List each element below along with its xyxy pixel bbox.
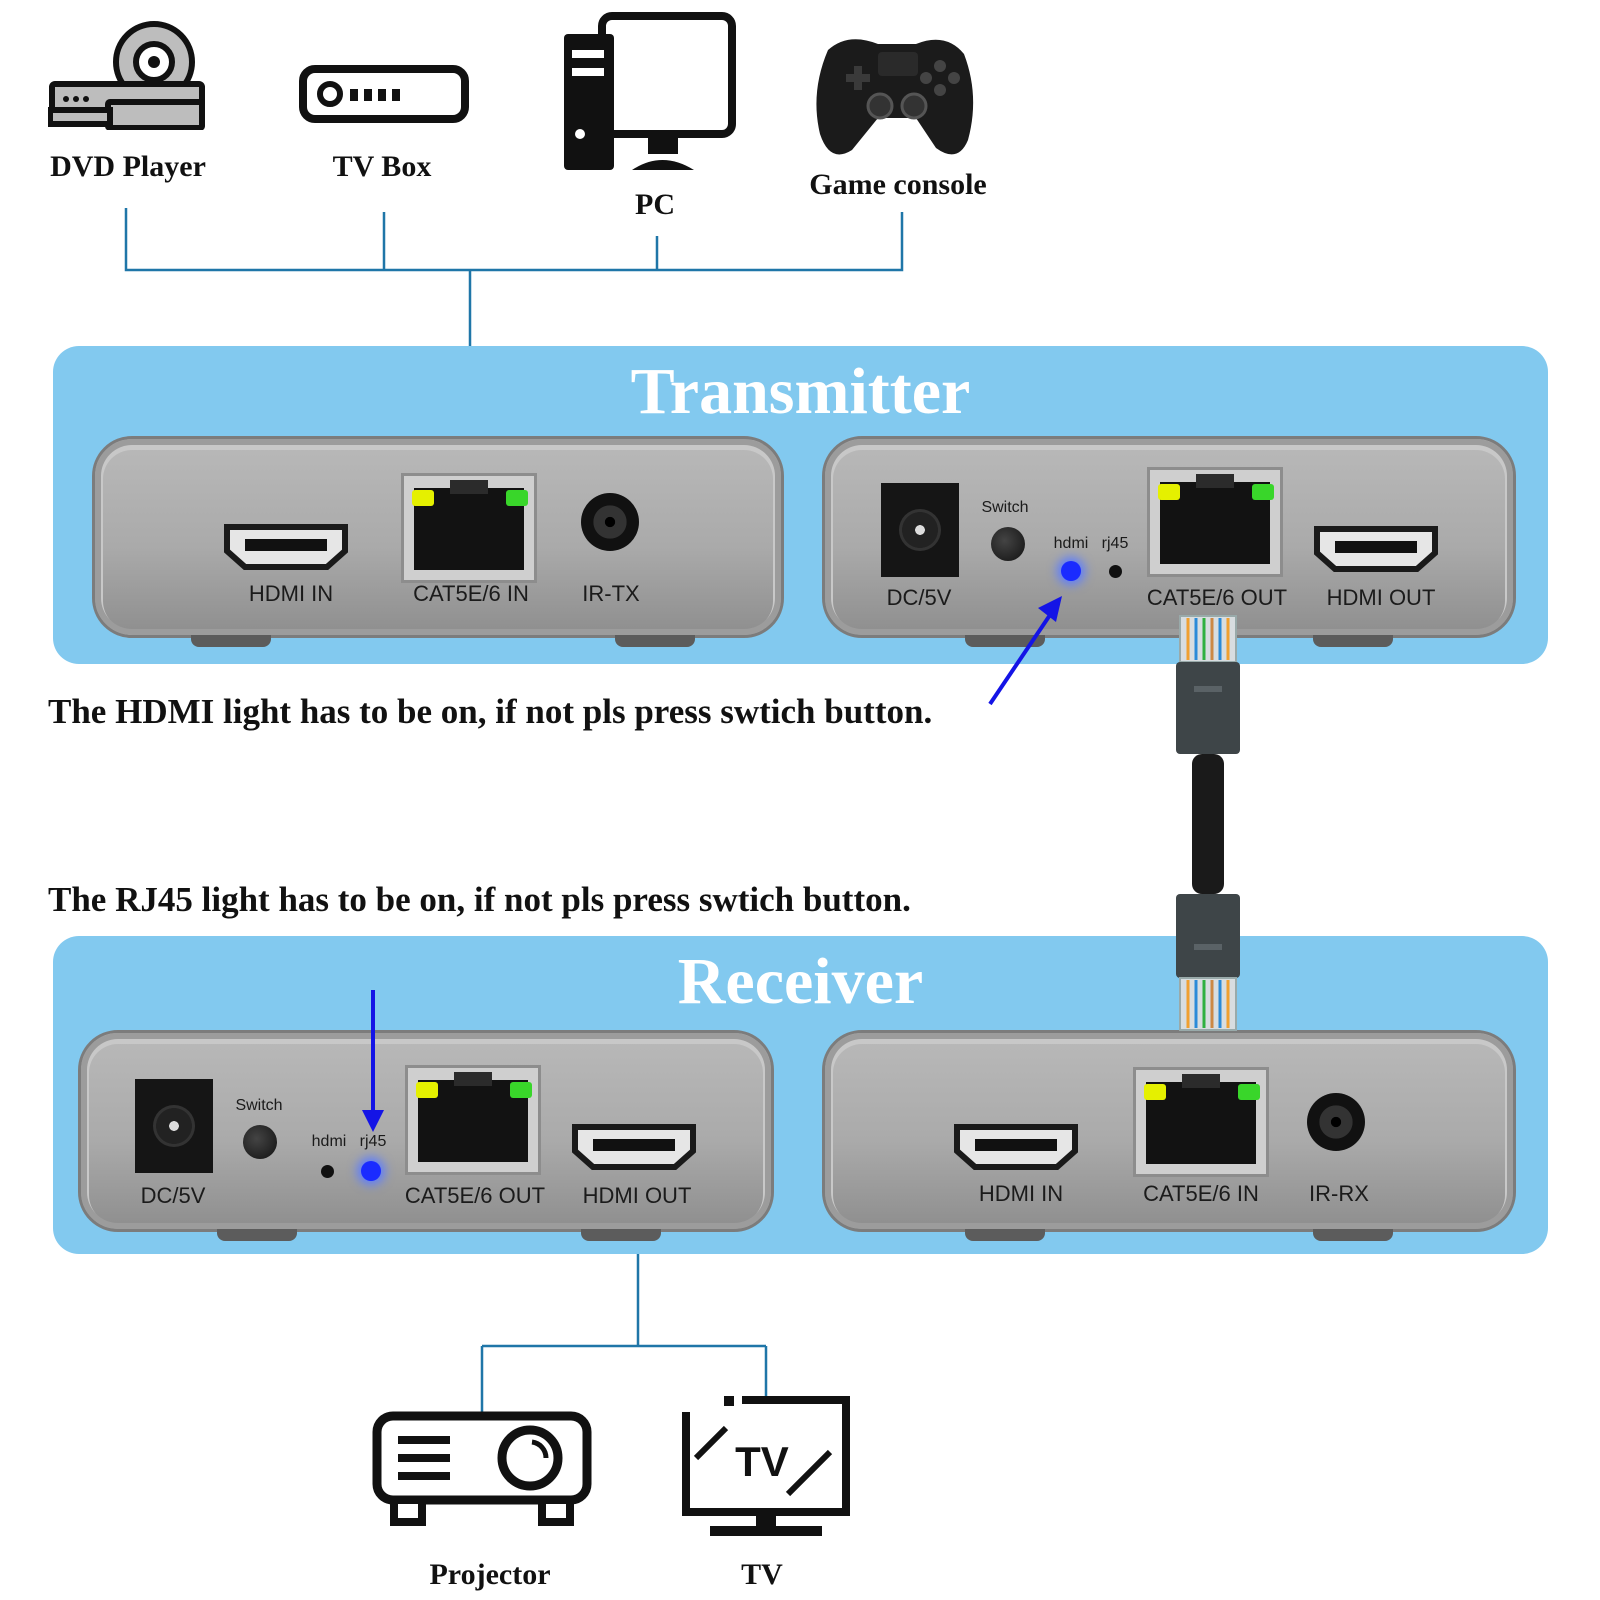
tv-box-icon bbox=[299, 65, 469, 123]
cat-in-label: CAT5E/6 IN bbox=[413, 581, 529, 606]
hdmi-indicator-led bbox=[1061, 561, 1081, 581]
dc-power-port bbox=[881, 483, 959, 577]
cat-in-port bbox=[401, 473, 537, 583]
rj45-indicator-led bbox=[361, 1161, 381, 1181]
source-label-tv-box: TV Box bbox=[332, 150, 432, 183]
source-bus-line bbox=[124, 208, 904, 478]
cat-in-port bbox=[1133, 1067, 1269, 1177]
hdmi-in-port bbox=[224, 524, 348, 570]
transmitter-left-unit: HDMI IN CAT5E/6 IN IR-TX bbox=[92, 436, 784, 647]
tv-screen-text: TV bbox=[735, 1438, 789, 1485]
source-label-pc: PC bbox=[635, 188, 675, 221]
projector-icon bbox=[372, 1411, 592, 1526]
receiver-right-unit: HDMI IN CAT5E/6 IN IR-RX bbox=[822, 1030, 1516, 1241]
rj45-indicator-led bbox=[1109, 565, 1122, 578]
link-led-green bbox=[510, 1082, 532, 1098]
switch-label: Switch bbox=[235, 1097, 283, 1114]
transmitter-right-unit: DC/5V Switch hdmi rj45 CAT5E/6 OUT HDMI … bbox=[822, 436, 1516, 647]
ethernet-cable bbox=[1176, 615, 1240, 1031]
switch-label: Switch bbox=[981, 499, 1029, 516]
cat-out-port bbox=[1147, 467, 1283, 577]
hdmi-out-port bbox=[572, 1124, 696, 1170]
cat-in-label: CAT5E/6 IN bbox=[1143, 1181, 1259, 1206]
link-led-green bbox=[506, 490, 528, 506]
output-bus-line bbox=[480, 1170, 768, 1412]
ir-rx-port bbox=[1307, 1093, 1365, 1151]
hdmi-in-port bbox=[954, 1124, 1078, 1170]
tv-icon: TV bbox=[682, 1396, 850, 1536]
hdmi-led-label: hdmi bbox=[1053, 535, 1089, 552]
link-led-green bbox=[1252, 484, 1274, 500]
switch-button[interactable] bbox=[243, 1125, 277, 1159]
hdmi-in-label: HDMI IN bbox=[978, 1181, 1064, 1206]
ir-rx-label: IR-RX bbox=[1309, 1181, 1369, 1206]
ir-tx-port bbox=[581, 493, 639, 551]
ir-tx-label: IR-TX bbox=[582, 581, 640, 606]
output-label-projector: Projector bbox=[429, 1558, 551, 1591]
transmitter-title: Transmitter bbox=[630, 355, 971, 428]
switch-button[interactable] bbox=[991, 527, 1025, 561]
output-label-tv: TV bbox=[741, 1558, 783, 1591]
rj45-light-note: The RJ45 light has to be on, if not pls … bbox=[48, 880, 911, 919]
rj45-led-label: rj45 bbox=[1101, 535, 1129, 552]
receiver-title: Receiver bbox=[677, 945, 924, 1018]
rj45-led-label: rj45 bbox=[359, 1133, 387, 1150]
cat-out-port bbox=[405, 1065, 541, 1175]
cat-out-label: CAT5E/6 OUT bbox=[1146, 585, 1288, 610]
cat-out-label: CAT5E/6 OUT bbox=[404, 1183, 546, 1208]
dc-label: DC/5V bbox=[886, 585, 952, 610]
receiver-left-unit: DC/5V Switch hdmi rj45 CAT5E/6 OUT HDMI … bbox=[78, 1030, 774, 1241]
dc-label: DC/5V bbox=[140, 1183, 206, 1208]
hdmi-indicator-led bbox=[321, 1165, 334, 1178]
source-label-dvd-player: DVD Player bbox=[50, 150, 206, 183]
link-led-green bbox=[1238, 1084, 1260, 1100]
hdmi-light-note: The HDMI light has to be on, if not pls … bbox=[48, 692, 933, 731]
game-console-icon bbox=[816, 39, 974, 155]
link-led-yellow bbox=[1144, 1084, 1166, 1100]
link-led-yellow bbox=[412, 490, 434, 506]
dc-power-port bbox=[135, 1079, 213, 1173]
link-led-yellow bbox=[1158, 484, 1180, 500]
pc-icon bbox=[564, 12, 736, 170]
hdmi-in-label: HDMI IN bbox=[248, 581, 334, 606]
dvd-player-icon bbox=[48, 21, 205, 130]
hdmi-out-port bbox=[1314, 526, 1438, 572]
hdmi-out-label: HDMI OUT bbox=[582, 1183, 692, 1208]
source-label-game-console: Game console bbox=[809, 168, 987, 201]
link-led-yellow bbox=[416, 1082, 438, 1098]
hdmi-led-label: hdmi bbox=[311, 1133, 347, 1150]
hdmi-out-label: HDMI OUT bbox=[1326, 585, 1436, 610]
